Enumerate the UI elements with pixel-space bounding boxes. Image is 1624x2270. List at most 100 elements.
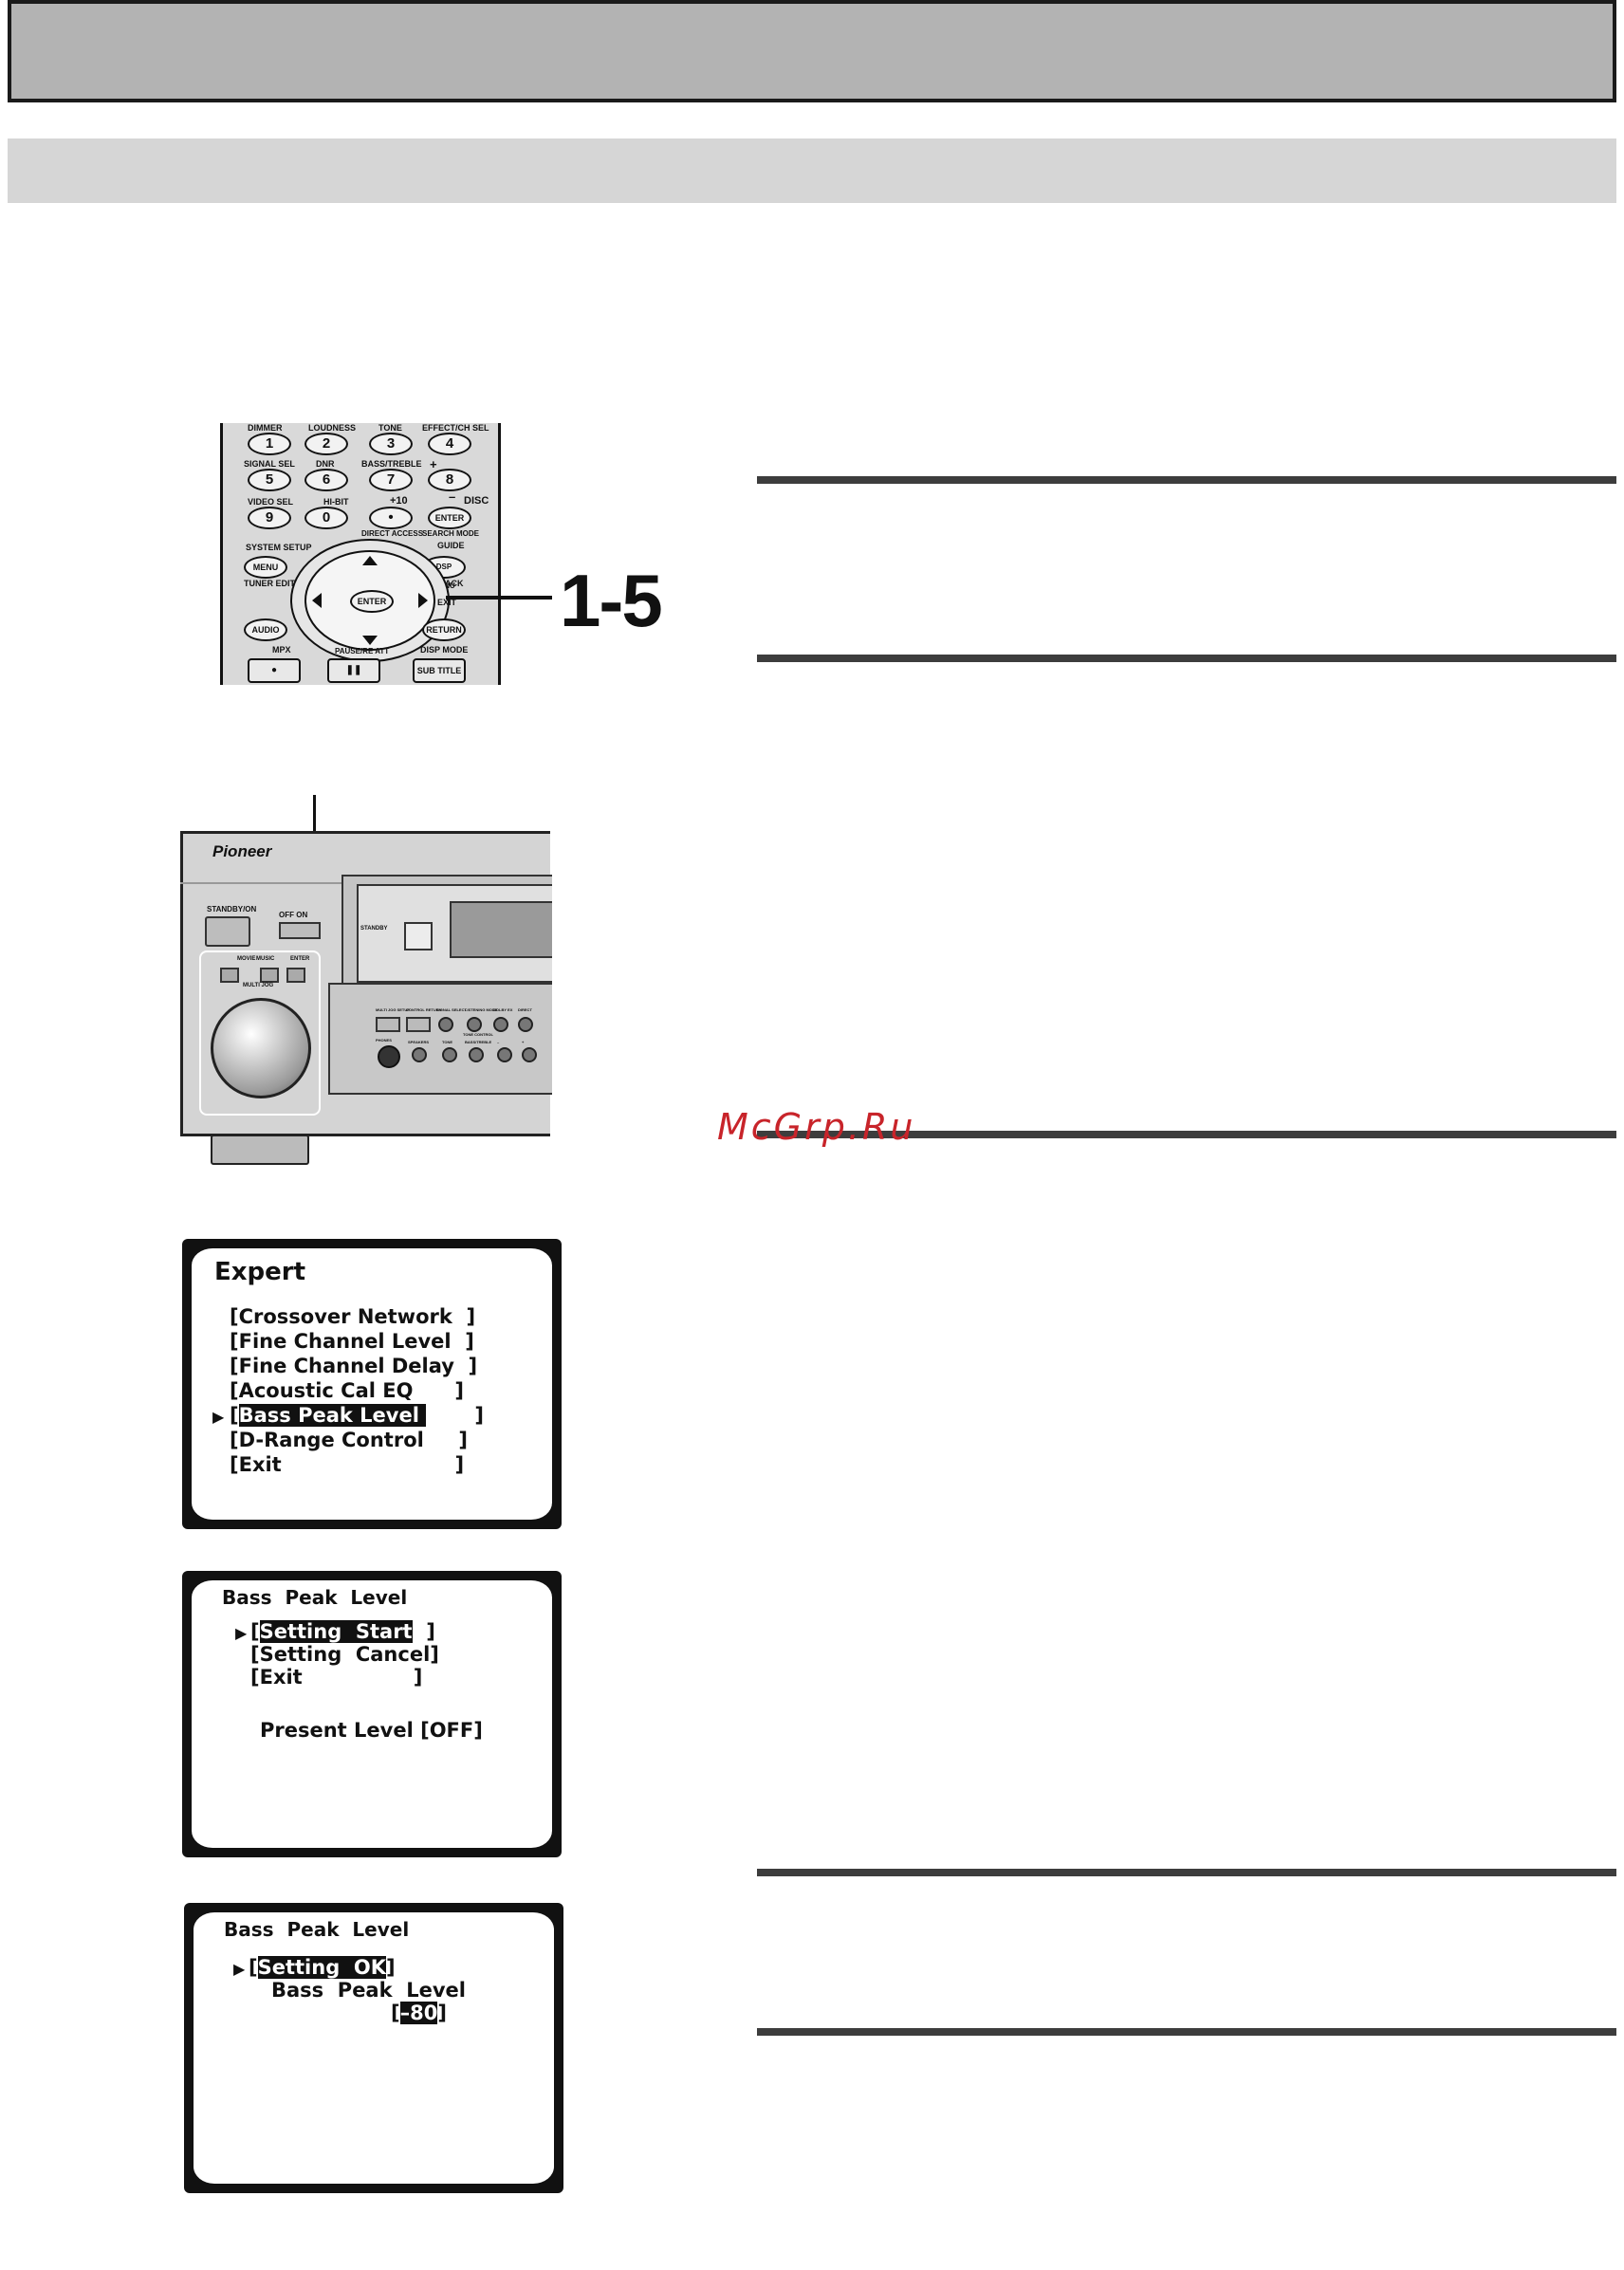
panel-label: DIRECT [518,1007,532,1012]
remote-label: DISP MODE [420,645,469,655]
remote-label: SIGNAL SEL [244,459,295,469]
remote-label: BASS/TREBLE [361,459,422,469]
remote-label: DISC [464,495,489,507]
speakers-button[interactable] [412,1047,427,1062]
multi-jog-dial[interactable] [211,998,311,1098]
power-label: OFF ON [279,911,308,919]
plus-label: + [430,457,437,471]
return-button[interactable]: RETURN [422,618,466,641]
enter-button[interactable]: ENTER [350,590,394,613]
present-level: Present Level [OFF] [260,1719,483,1742]
key-0[interactable]: 0 [304,507,348,529]
pause-button[interactable]: ❚❚ [327,658,380,683]
standby-button[interactable] [205,916,250,947]
key-6[interactable]: 6 [304,469,348,491]
callout-line [446,596,552,600]
osd-menu-item-selected[interactable]: [Setting OK] [249,1956,396,1979]
power-switch[interactable] [279,922,321,939]
disc-enter-button[interactable]: ENTER [428,507,471,529]
remote-label: SEARCH MODE [422,529,480,538]
remote-label: VIDEO SEL [248,497,294,507]
remote-label: LOUDNESS [308,423,357,433]
remote-label: DIMMER [248,423,283,433]
tone-button[interactable] [442,1047,457,1062]
signal-select-button[interactable] [438,1017,453,1032]
brand-logo: Pioneer [212,842,272,860]
key-3[interactable]: 3 [369,433,413,455]
panel-label: PHONES [376,1038,392,1043]
osd-menu-item[interactable]: [D-Range Control ] [230,1429,468,1451]
osd-menu-item[interactable]: [Exit ] [230,1453,465,1476]
panel-label: CONTROL RETURN [406,1007,442,1012]
osd-menu-item[interactable]: [Fine Channel Level ] [230,1330,474,1353]
dolby-ex-button[interactable] [493,1017,508,1032]
osd-menu-item[interactable]: [Crossover Network ] [230,1305,476,1328]
remote-label: MPX [272,645,291,655]
osd-menu-item[interactable]: [Fine Channel Delay ] [230,1355,478,1377]
phones-jack [378,1045,400,1068]
section-rule [757,655,1616,662]
osd-menu-item-selected[interactable]: [Setting Start ] [250,1620,435,1643]
osd-menu-item[interactable]: [Acoustic Cal EQ ] [230,1379,464,1402]
step-label: 1-5 [560,559,663,642]
key-1[interactable]: 1 [248,433,291,455]
osd-expert-screen: Expert [Crossover Network ] [Fine Channe… [182,1239,562,1529]
remote-label: GUIDE [437,541,465,550]
music-label: MUSIC [256,956,275,962]
watermark: McGrp.Ru [717,1106,916,1148]
key-dot[interactable]: • [369,507,413,529]
key-4[interactable]: 4 [428,433,471,455]
osd-title: Expert [214,1258,306,1286]
cursor-arrow-icon: ▶ [212,1410,225,1426]
osd-menu-item-selected[interactable]: [Bass Peak Level ] [230,1404,485,1427]
minus-label: – [449,489,456,504]
key-8[interactable]: 8 [428,469,471,491]
remote-label: EFFECT/CH SEL [422,423,489,433]
remote-label: PAUSE/RE ATT [335,647,390,655]
osd-bass-peak-level-set-screen: Bass Peak Level ▶ [Setting OK] Bass Peak… [184,1903,563,2193]
tone-control-label: TONE CONTROL [463,1032,493,1037]
cursor-arrow-icon: ▶ [233,1962,246,1978]
panel-label: BASS/TREBLE [465,1040,492,1044]
enter-button[interactable] [286,968,305,983]
display-window [450,901,552,958]
audio-button[interactable]: AUDIO [244,618,287,641]
osd-title: Bass Peak Level [224,1918,410,1941]
record-button[interactable]: ● [248,658,301,683]
standby-label: STANDBY/ON [207,905,257,914]
remote-label: HI-BIT [323,497,349,507]
menu-button[interactable]: MENU [244,556,287,579]
plus-button[interactable] [522,1047,537,1062]
cursor-arrow-icon: ▶ [235,1626,248,1642]
key-7[interactable]: 7 [369,469,413,491]
panel-label: TONE [442,1040,453,1044]
panel-label: + [522,1040,525,1044]
key-5[interactable]: 5 [248,469,291,491]
setup-button[interactable] [376,1017,400,1032]
osd-menu-item[interactable]: [Exit ] [250,1666,423,1689]
level-value: [–80] [391,2002,447,2024]
section-rule [757,2028,1616,2036]
osd-sub-label: Bass Peak Level [271,1979,466,2002]
key-2[interactable]: 2 [304,433,348,455]
remote-label: DIRECT ACCESS [361,529,424,538]
subtitle-button[interactable]: SUB TITLE [413,658,466,683]
music-button[interactable] [260,968,279,983]
panel-label: SIGNAL SELECT [436,1007,467,1012]
panel-label: DOLBY EX [493,1007,513,1012]
osd-menu-item[interactable]: [Setting Cancel] [250,1643,439,1666]
movie-button[interactable] [220,968,239,983]
subtitle-bar [8,138,1616,203]
key-9[interactable]: 9 [248,507,291,529]
standby-indicator-label: STANDBY [360,926,388,932]
minus-button[interactable] [497,1047,512,1062]
return-button[interactable] [406,1017,431,1032]
remote-label: SYSTEM SETUP [246,543,312,552]
bass-treble-button[interactable] [469,1047,484,1062]
section-rule [757,1131,1616,1138]
osd-bass-peak-level-screen: Bass Peak Level ▶ [Setting Start ] [Sett… [182,1571,562,1857]
direct-button[interactable] [518,1017,533,1032]
remote-control-illustration: DIMMER LOUDNESS TONE EFFECT/CH SEL 1 2 3… [220,423,501,685]
listening-mode-button[interactable] [467,1017,482,1032]
enter-label: ENTER [290,956,310,962]
